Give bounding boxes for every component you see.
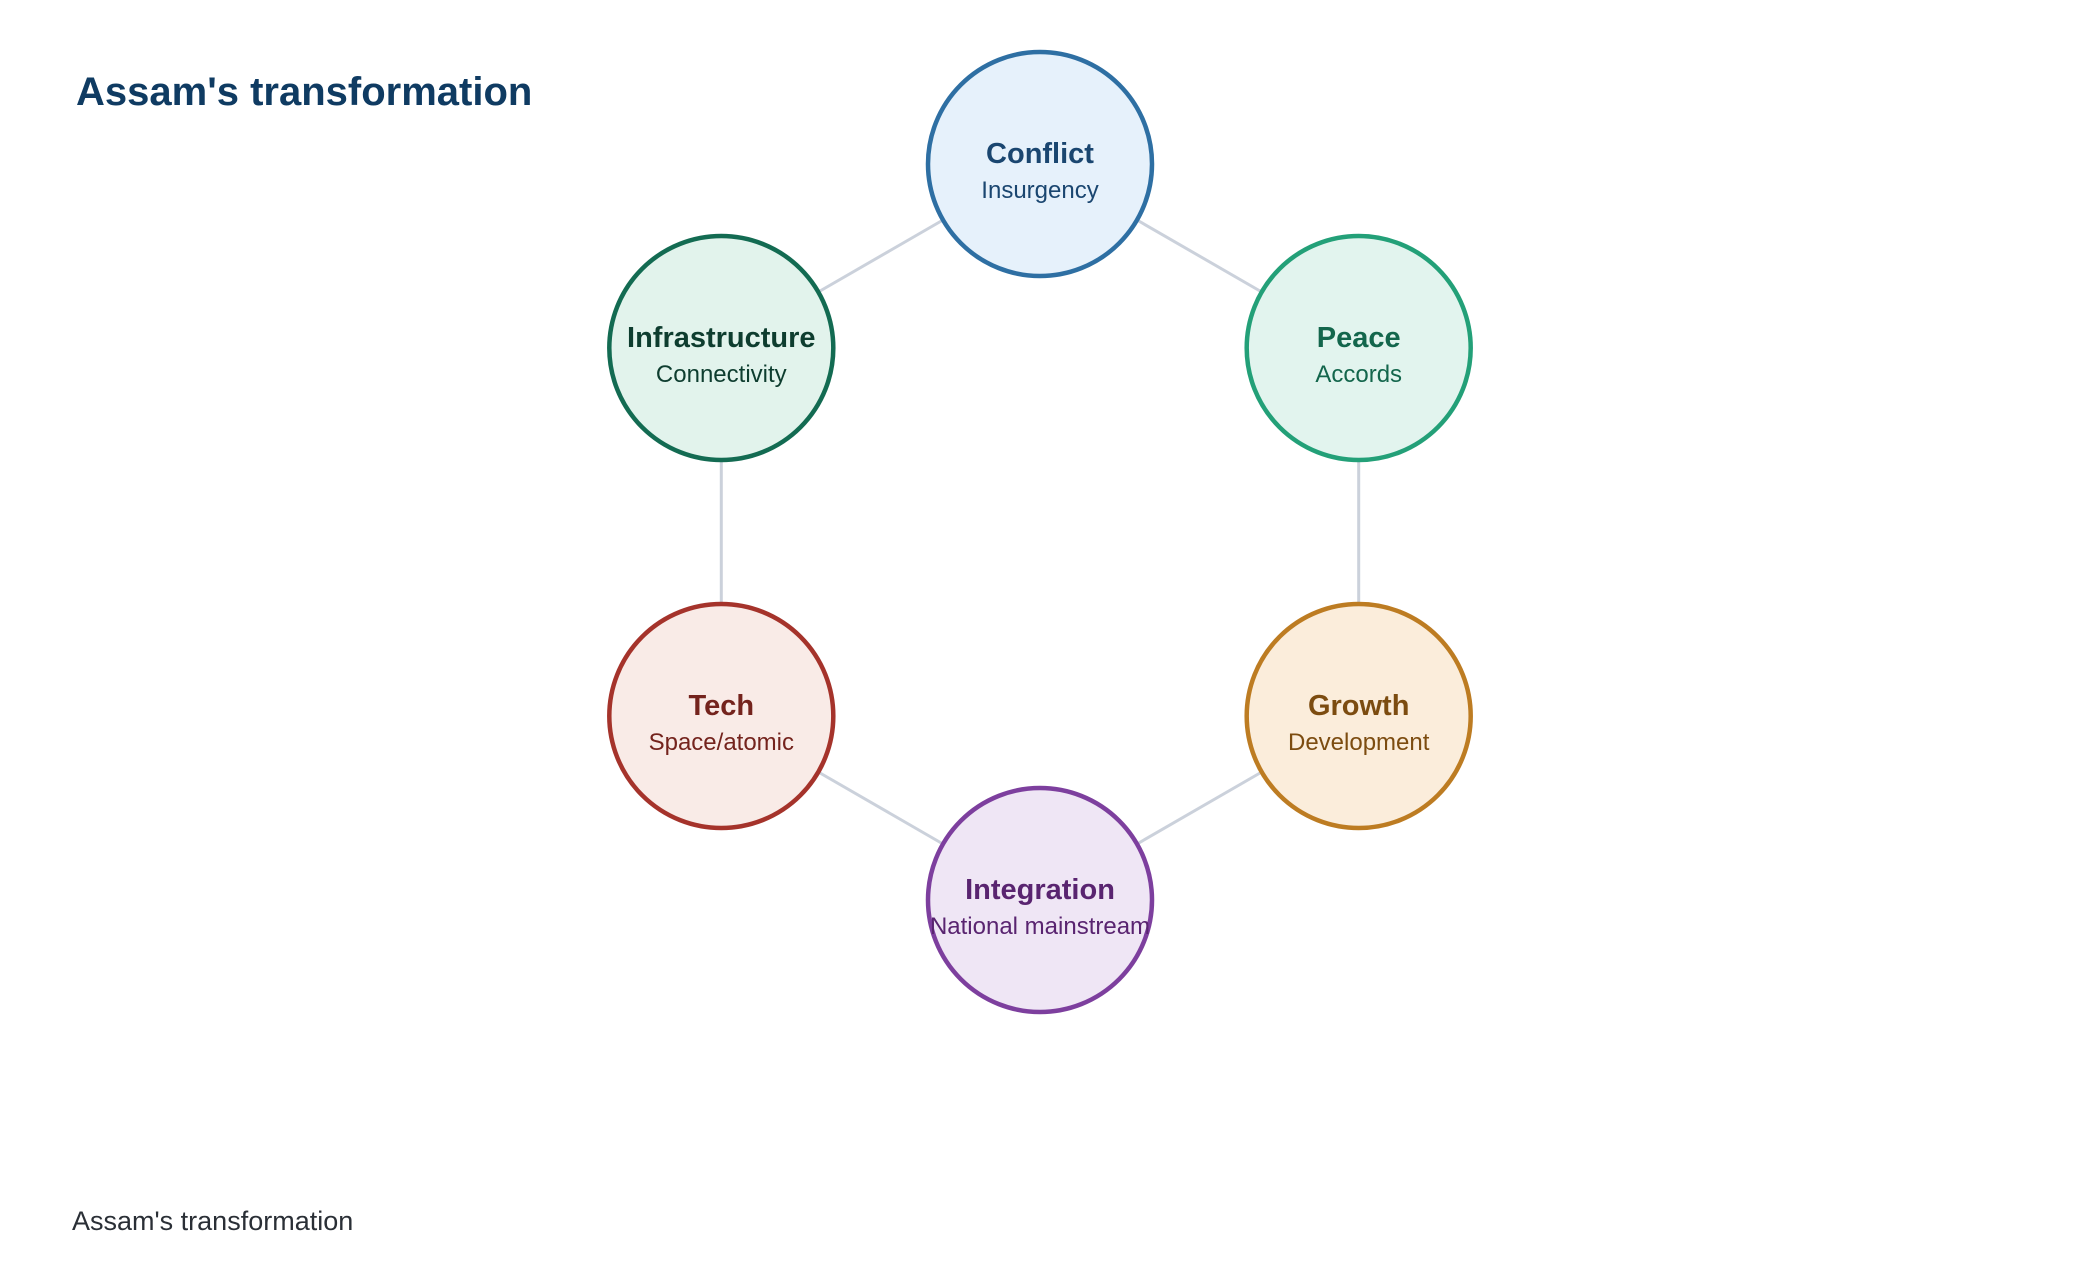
node-circle <box>607 601 836 831</box>
node-subtitle: National mainstream <box>930 913 1150 940</box>
node-title: Infrastructure <box>627 322 816 354</box>
node-subtitle: Connectivity <box>656 361 787 388</box>
node-title: Tech <box>689 690 755 722</box>
nodes-layer: ConflictInsurgencyPeaceAccordsGrowthDeve… <box>607 49 1473 1015</box>
node-title: Peace <box>1317 322 1401 354</box>
page-title: Assam's transformation <box>76 70 533 114</box>
node-subtitle: Space/atomic <box>649 729 794 756</box>
node-circle <box>925 785 1155 1015</box>
edge-conflict-peace <box>1136 218 1263 294</box>
node-subtitle: Development <box>1288 729 1430 756</box>
footer-caption: Assam's transformation <box>72 1206 354 1236</box>
node-circle <box>1244 601 1473 831</box>
node-subtitle: Accords <box>1315 361 1402 388</box>
node-title: Growth <box>1308 690 1410 722</box>
node-circle <box>925 49 1155 279</box>
node-subtitle: Insurgency <box>981 177 1098 204</box>
edge-infrastructure-conflict <box>817 218 944 294</box>
node-title: Integration <box>965 874 1115 906</box>
node-circle <box>1244 233 1473 463</box>
edge-growth-integration <box>1136 770 1263 846</box>
node-title: Conflict <box>986 138 1094 170</box>
edges-layer <box>719 218 1361 846</box>
edge-integration-tech <box>817 770 944 846</box>
node-circle <box>607 233 836 463</box>
